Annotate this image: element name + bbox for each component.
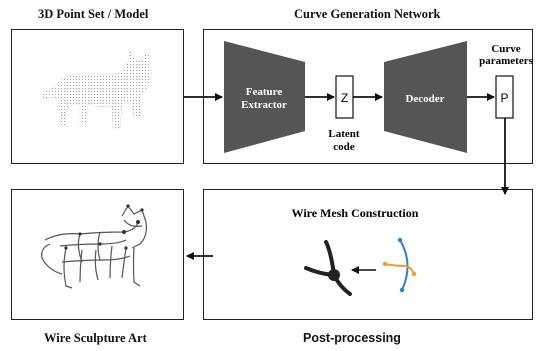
wire-mesh-construction-title: Wire Mesh Construction [292,206,419,220]
decoder-block [384,41,467,153]
latent-label-line1: Latent [328,128,360,140]
wire-sculpture-cat-icon [41,204,147,289]
postprocess-panel [203,189,533,320]
param-symbol: P [500,91,508,105]
curve-fragments-icon [382,237,417,293]
feature-extractor-block [224,41,305,153]
encoder-label-line1: Feature [246,86,283,98]
wire-joints [64,204,144,250]
decoder-label: Decoder [405,93,444,105]
wire-joint-icon [304,240,352,296]
param-label-line1: Curve [491,43,520,55]
encoder-label-line2: Extractor [241,99,287,111]
latent-label-line2: code [333,141,355,153]
param-label-line2: parameters [479,55,533,67]
latent-symbol: Z [341,91,348,105]
postprocessing-title: Post-processing [303,331,401,345]
input-title: 3D Point Set / Model [38,7,149,21]
output-title: Wire Sculpture Art [44,331,147,345]
output-art-panel [11,189,184,320]
point-cloud-cat-icon [42,49,152,129]
network-title: Curve Generation Network [294,7,441,21]
